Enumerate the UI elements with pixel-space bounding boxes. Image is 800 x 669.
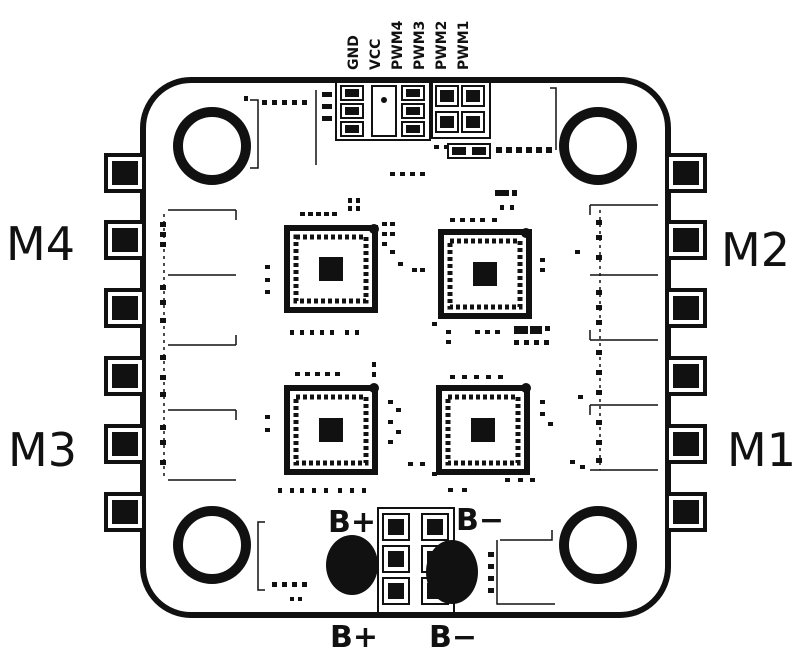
left-motor-pads bbox=[104, 153, 146, 532]
left-mosfet-outlines bbox=[163, 209, 237, 481]
passive-components bbox=[265, 145, 585, 493]
mcu-chip-bottom-right bbox=[436, 383, 531, 475]
mcu-chip-top-left bbox=[284, 224, 379, 313]
bottom-right-connector bbox=[488, 530, 555, 605]
mcu-chip-top-right bbox=[438, 228, 532, 319]
motor-label-m3: M3 bbox=[8, 423, 77, 477]
mounting-hole-top-right bbox=[559, 107, 637, 185]
battery-positive-pad bbox=[326, 535, 378, 595]
pin-label-pwm2: PWM2 bbox=[434, 21, 450, 70]
battery-label-top-plus: B+ bbox=[328, 505, 376, 540]
bottom-left-capacitor bbox=[257, 521, 307, 601]
right-mosfet-outlines bbox=[589, 204, 658, 471]
left-mosfet-pins bbox=[160, 222, 166, 465]
board-outline bbox=[140, 77, 671, 618]
right-motor-pads bbox=[665, 153, 707, 532]
pin-label-pwm3: PWM3 bbox=[412, 21, 428, 70]
pin-label-pwm4: PWM4 bbox=[390, 20, 406, 70]
motor-label-m2: M2 bbox=[721, 223, 790, 277]
motor-label-m1: M1 bbox=[727, 423, 796, 477]
mounting-hole-top-left bbox=[173, 107, 251, 185]
mounting-hole-bottom-left bbox=[173, 506, 251, 584]
battery-label-bottom-minus: B− bbox=[429, 620, 477, 655]
mounting-holes bbox=[173, 107, 637, 584]
right-mosfet-pins bbox=[596, 220, 602, 463]
battery-label-top-minus: B− bbox=[456, 503, 504, 538]
pin-label-vcc: VCC bbox=[368, 39, 384, 70]
signal-pin-labels: GND VCC PWM4 PWM3 PWM2 PWM1 bbox=[346, 20, 472, 70]
pin-label-gnd: GND bbox=[346, 35, 362, 70]
pin-label-pwm1: PWM1 bbox=[456, 21, 472, 70]
mounting-hole-bottom-right bbox=[559, 506, 637, 584]
battery-negative-pad bbox=[426, 540, 478, 604]
motor-label-m4: M4 bbox=[6, 217, 75, 271]
mcu-chip-bottom-left bbox=[284, 383, 379, 475]
battery-label-bottom-plus: B+ bbox=[330, 620, 378, 655]
battery-pads bbox=[326, 507, 478, 614]
signal-header-area bbox=[244, 81, 557, 169]
